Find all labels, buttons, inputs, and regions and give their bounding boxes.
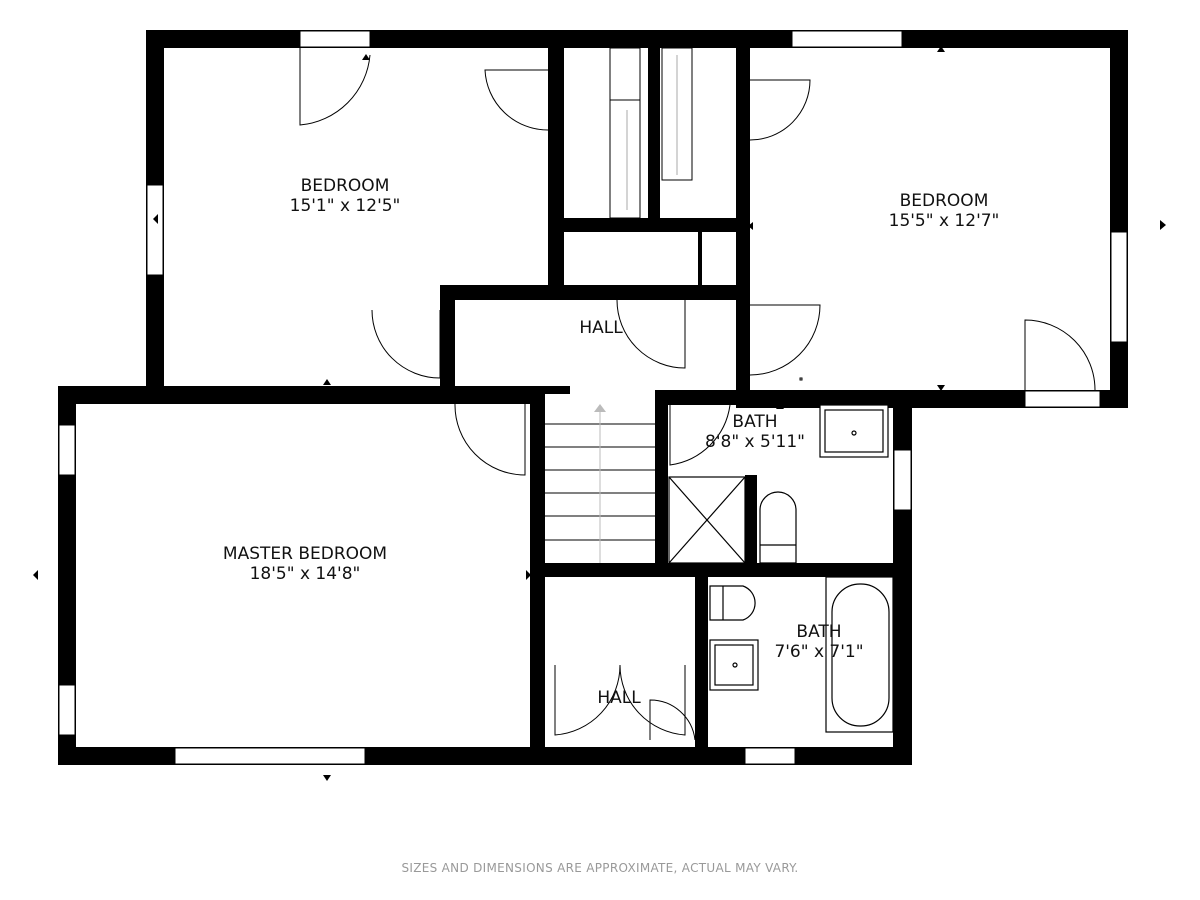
- room-name: BEDROOM: [300, 176, 390, 196]
- room-label-master-bedroom: MASTER BEDROOM 18'5" x 14'8": [223, 544, 387, 584]
- room-size: 7'6" x 7'1": [774, 642, 864, 662]
- room-name: HALL: [579, 318, 623, 338]
- room-name: BATH: [732, 412, 778, 432]
- fixtures: [668, 404, 894, 733]
- room-label-bedroom-1: BEDROOM 15'1" x 12'5": [290, 176, 401, 216]
- room-name: MASTER BEDROOM: [222, 544, 388, 564]
- closet-shelves: [609, 47, 693, 219]
- room-size: 8'8" x 5'11": [705, 432, 805, 452]
- markers: [33, 46, 1166, 781]
- disclaimer-footer: SIZES AND DIMENSIONS ARE APPROXIMATE, AC…: [401, 861, 799, 875]
- doors: [299, 48, 1096, 741]
- room-name: HALL: [597, 688, 641, 708]
- room-size: 15'1" x 12'5": [289, 196, 401, 216]
- toilet-bath2: [709, 585, 756, 621]
- room-label-bath-2: BATH 7'6" x 7'1": [774, 622, 863, 662]
- toilet-bath1: [759, 491, 797, 564]
- room-label-bedroom-2: BEDROOM 15'5" x 12'7": [889, 191, 1000, 231]
- room-name: BATH: [796, 622, 842, 642]
- room-size: 15'5" x 12'7": [888, 211, 1000, 231]
- room-name: BEDROOM: [899, 191, 989, 211]
- room-label-hall-upper: HALL: [579, 318, 622, 338]
- stairs: [545, 404, 655, 563]
- room-size: 18'5" x 14'8": [249, 564, 361, 584]
- room-label-bath-1: BATH 8'8" x 5'11": [705, 412, 805, 452]
- room-label-hall-lower: HALL: [597, 688, 640, 708]
- windows: [58, 30, 1128, 765]
- walls: [58, 30, 1128, 765]
